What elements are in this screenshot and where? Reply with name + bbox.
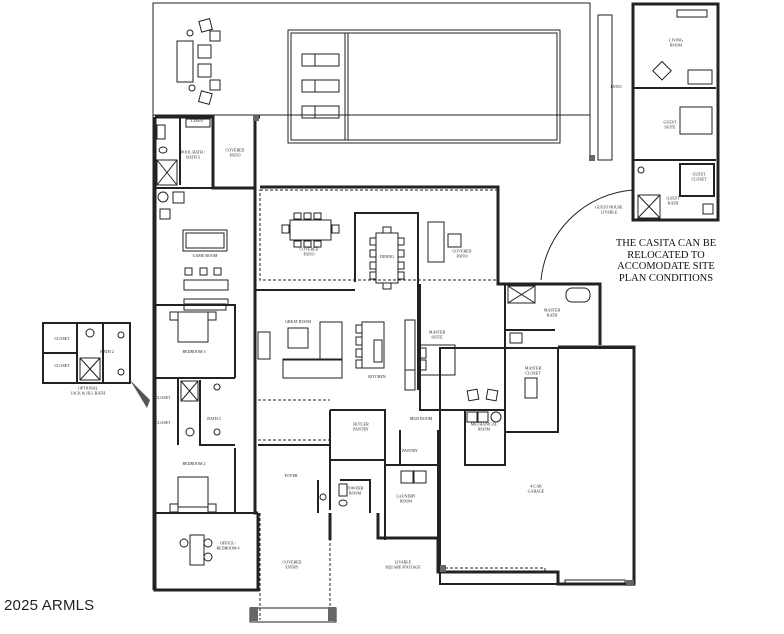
covered-areas [254, 118, 499, 620]
great-room-furniture [257, 321, 343, 379]
room-label-inset-bath-2: BATH 2 [100, 348, 114, 354]
room-label-garage: 4-CAR GARAGE [527, 483, 545, 493]
room-label-game-room: GAME ROOM [192, 252, 218, 258]
room-label-foyer: FOYER [284, 472, 298, 478]
outdoor-lounge-furniture [176, 18, 221, 105]
exterior-walls [153, 115, 636, 592]
room-label-bedroom-3: BEDROOM 3 [182, 348, 206, 354]
room-label-guest-closet: GUEST CLOSET [691, 171, 707, 181]
room-label-butler-pantry: BUTLER PANTRY [353, 421, 369, 431]
room-label-guest-suite: GUEST SUITE [663, 119, 677, 129]
room-label-kitchen: KITCHEN [368, 373, 386, 379]
kitchen-island [355, 319, 416, 391]
room-label-powder-room: POWDER ROOM [346, 485, 364, 495]
room-label-pool-bath: POOL BATH / BATH 3 [181, 149, 205, 159]
room-label-bath-2: BATH 2 [207, 415, 221, 421]
casita-relocation-note: THE CASITA CAN BE RELOCATED TO ACCOMODAT… [615, 238, 717, 284]
room-label-patio-casita: PATIO [610, 83, 622, 89]
room-label-closet-2: CLOSET [155, 419, 171, 425]
room-label-pantry: PANTRY [402, 447, 418, 453]
room-label-master-suite: MASTER SUITE [428, 329, 446, 339]
columns [250, 115, 634, 621]
laundry-appliances [400, 470, 427, 484]
room-label-bedroom-2: BEDROOM 2 [182, 460, 206, 466]
master-suite-furniture [419, 344, 499, 402]
patio-dining-set [281, 212, 340, 248]
bedroom-3-bed [169, 303, 227, 343]
room-label-guest-bath: GUEST BATH [666, 195, 680, 205]
mechanical-equipment [466, 411, 502, 423]
room-label-linen: LINEN [191, 117, 203, 123]
room-label-closet-1: CLOSET [155, 394, 171, 400]
room-label-great-room: GREAT ROOM [285, 318, 311, 324]
room-label-livable-sqft: LIVABLE SQUARE FOOTAGE [385, 559, 421, 569]
room-label-guest-house-livable: GUEST HOUSE LIVABLE [595, 204, 623, 214]
garage [439, 347, 635, 585]
bedroom-2-bed [169, 476, 217, 513]
room-label-optional-jack-jill: OPTIONAL JACK & JILL BATH [70, 385, 106, 395]
powder-room-fixtures [319, 483, 348, 507]
room-label-dining: DINING [379, 253, 395, 259]
pool [287, 29, 561, 144]
room-label-living-room: LIVING ROOM [669, 37, 683, 47]
room-label-covered-patio-ne: COVERED PATIO [452, 248, 472, 258]
bath-2-fixtures [180, 380, 221, 437]
patio-sofa [427, 221, 462, 263]
game-room-furniture [157, 191, 229, 306]
room-label-mud-room: MUD ROOM [409, 415, 433, 421]
copyright-watermark: 2025 ARMLS [4, 597, 95, 614]
room-label-master-bath: MASTER BATH [543, 307, 561, 317]
office-desk [179, 534, 213, 566]
room-label-master-closet: MASTER CLOSET [524, 365, 542, 375]
room-label-covered-patio-center: COVERED PATIO [299, 246, 319, 256]
room-label-office: OFFICE / BEDROOM 4 [216, 540, 240, 550]
room-label-covered-entry: COVERED ENTRY [282, 559, 302, 569]
yard-boundary [152, 2, 591, 116]
jack-and-jill-inset [42, 322, 150, 408]
casita [540, 2, 720, 281]
dining-table-set [369, 226, 405, 290]
room-label-inset-closet-1: CLOSET [54, 335, 70, 341]
room-label-inset-closet-2: CLOSET [54, 362, 70, 368]
interior-walls [155, 117, 559, 540]
room-label-covered-patio-nw: COVERED PATIO [225, 147, 245, 157]
room-label-mechanical-room: MECHANICAL ROOM [470, 421, 498, 431]
master-bath-fixtures [507, 285, 591, 399]
room-label-laundry-room: LAUNDRY ROOM [396, 493, 416, 503]
pool-bath-fixtures [156, 118, 211, 186]
